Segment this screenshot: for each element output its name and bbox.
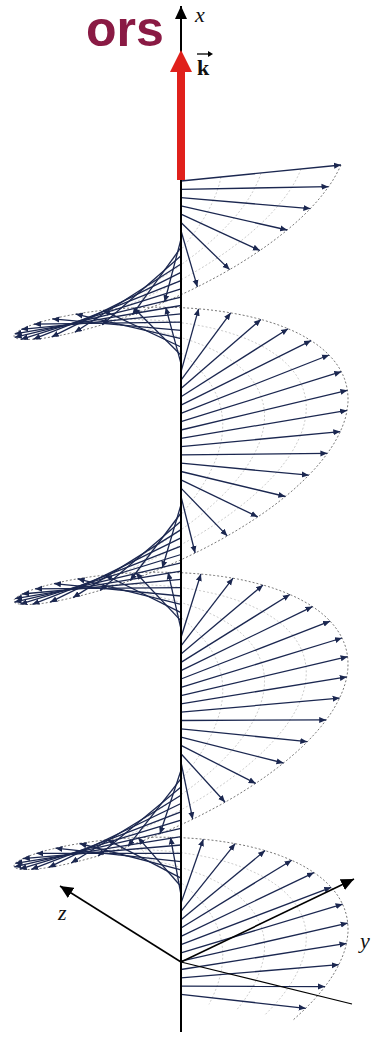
field-vector [80, 844, 182, 870]
field-vector [20, 820, 181, 869]
field-vector [181, 206, 287, 230]
field-vector [181, 607, 313, 671]
field-vector [181, 463, 309, 475]
field-vector [181, 231, 197, 287]
field-vector [181, 472, 285, 497]
field-vector [181, 165, 341, 181]
field-vector [181, 595, 290, 663]
field-vector [20, 555, 181, 605]
field-vector [181, 214, 260, 250]
axis-extension [181, 962, 352, 1004]
field-vector [15, 837, 181, 864]
field-vector [181, 698, 340, 712]
field-vector [132, 247, 181, 314]
field-vector [181, 994, 306, 1008]
field-vector [181, 187, 329, 190]
field-vector [78, 579, 181, 605]
field-vector [181, 965, 339, 978]
z-axis [60, 886, 181, 962]
field-vector [181, 923, 348, 961]
field-vector [181, 887, 331, 944]
field-vector [162, 505, 181, 568]
field-vector [171, 837, 182, 895]
field-vector [15, 563, 182, 602]
field-vector [181, 329, 288, 397]
field-vector [181, 488, 227, 536]
field-vector [165, 239, 181, 302]
field-vector [134, 308, 182, 356]
field-vector [181, 719, 326, 721]
field-vector [54, 584, 181, 596]
field-vector [181, 860, 292, 928]
field-vector [181, 851, 265, 920]
field-vector [181, 904, 343, 953]
field-vector [181, 873, 314, 937]
field-vector [21, 314, 181, 330]
k-vector-head [170, 50, 192, 72]
field-vector [181, 745, 256, 783]
y-axis [181, 879, 354, 962]
field-vector [166, 307, 181, 363]
x-axis [180, 6, 182, 1032]
field-vector [52, 272, 181, 337]
k-vector [177, 70, 185, 180]
field-vector [181, 839, 203, 903]
field-vector [76, 314, 181, 339]
field-vector [181, 621, 330, 679]
field-vector [181, 223, 230, 270]
field-vector [181, 985, 325, 987]
field-vector [49, 804, 181, 868]
axis-label: x [195, 4, 205, 26]
field-vector [181, 432, 340, 447]
field-vector [181, 410, 347, 438]
axis-label: y [360, 930, 370, 952]
field-vector [181, 341, 311, 406]
axis-label: z [58, 902, 67, 924]
field-vector [22, 579, 181, 594]
field-vector [107, 840, 181, 878]
field-vector [181, 372, 341, 422]
field-vector [130, 513, 181, 581]
field-vector [52, 319, 181, 331]
field-vector [181, 737, 284, 763]
field-vector [181, 355, 329, 413]
heading-fragment: ors [86, 4, 164, 54]
field-vector [181, 480, 258, 517]
field-vector [181, 844, 235, 912]
field-vector [56, 848, 182, 861]
field-vector [168, 572, 181, 629]
field-vector [181, 638, 342, 687]
field-vector [128, 779, 181, 847]
field-vector [15, 297, 181, 337]
field-vector [181, 496, 195, 553]
vector-label: k [197, 57, 209, 79]
field-vector [23, 845, 181, 859]
field-vector [181, 574, 201, 638]
field-vector [181, 729, 307, 742]
field-vector [181, 198, 310, 209]
field-vector [181, 578, 233, 646]
field-vector [50, 538, 181, 602]
field-vector [181, 309, 199, 372]
field-vector [181, 762, 193, 819]
field-vector [181, 453, 327, 455]
